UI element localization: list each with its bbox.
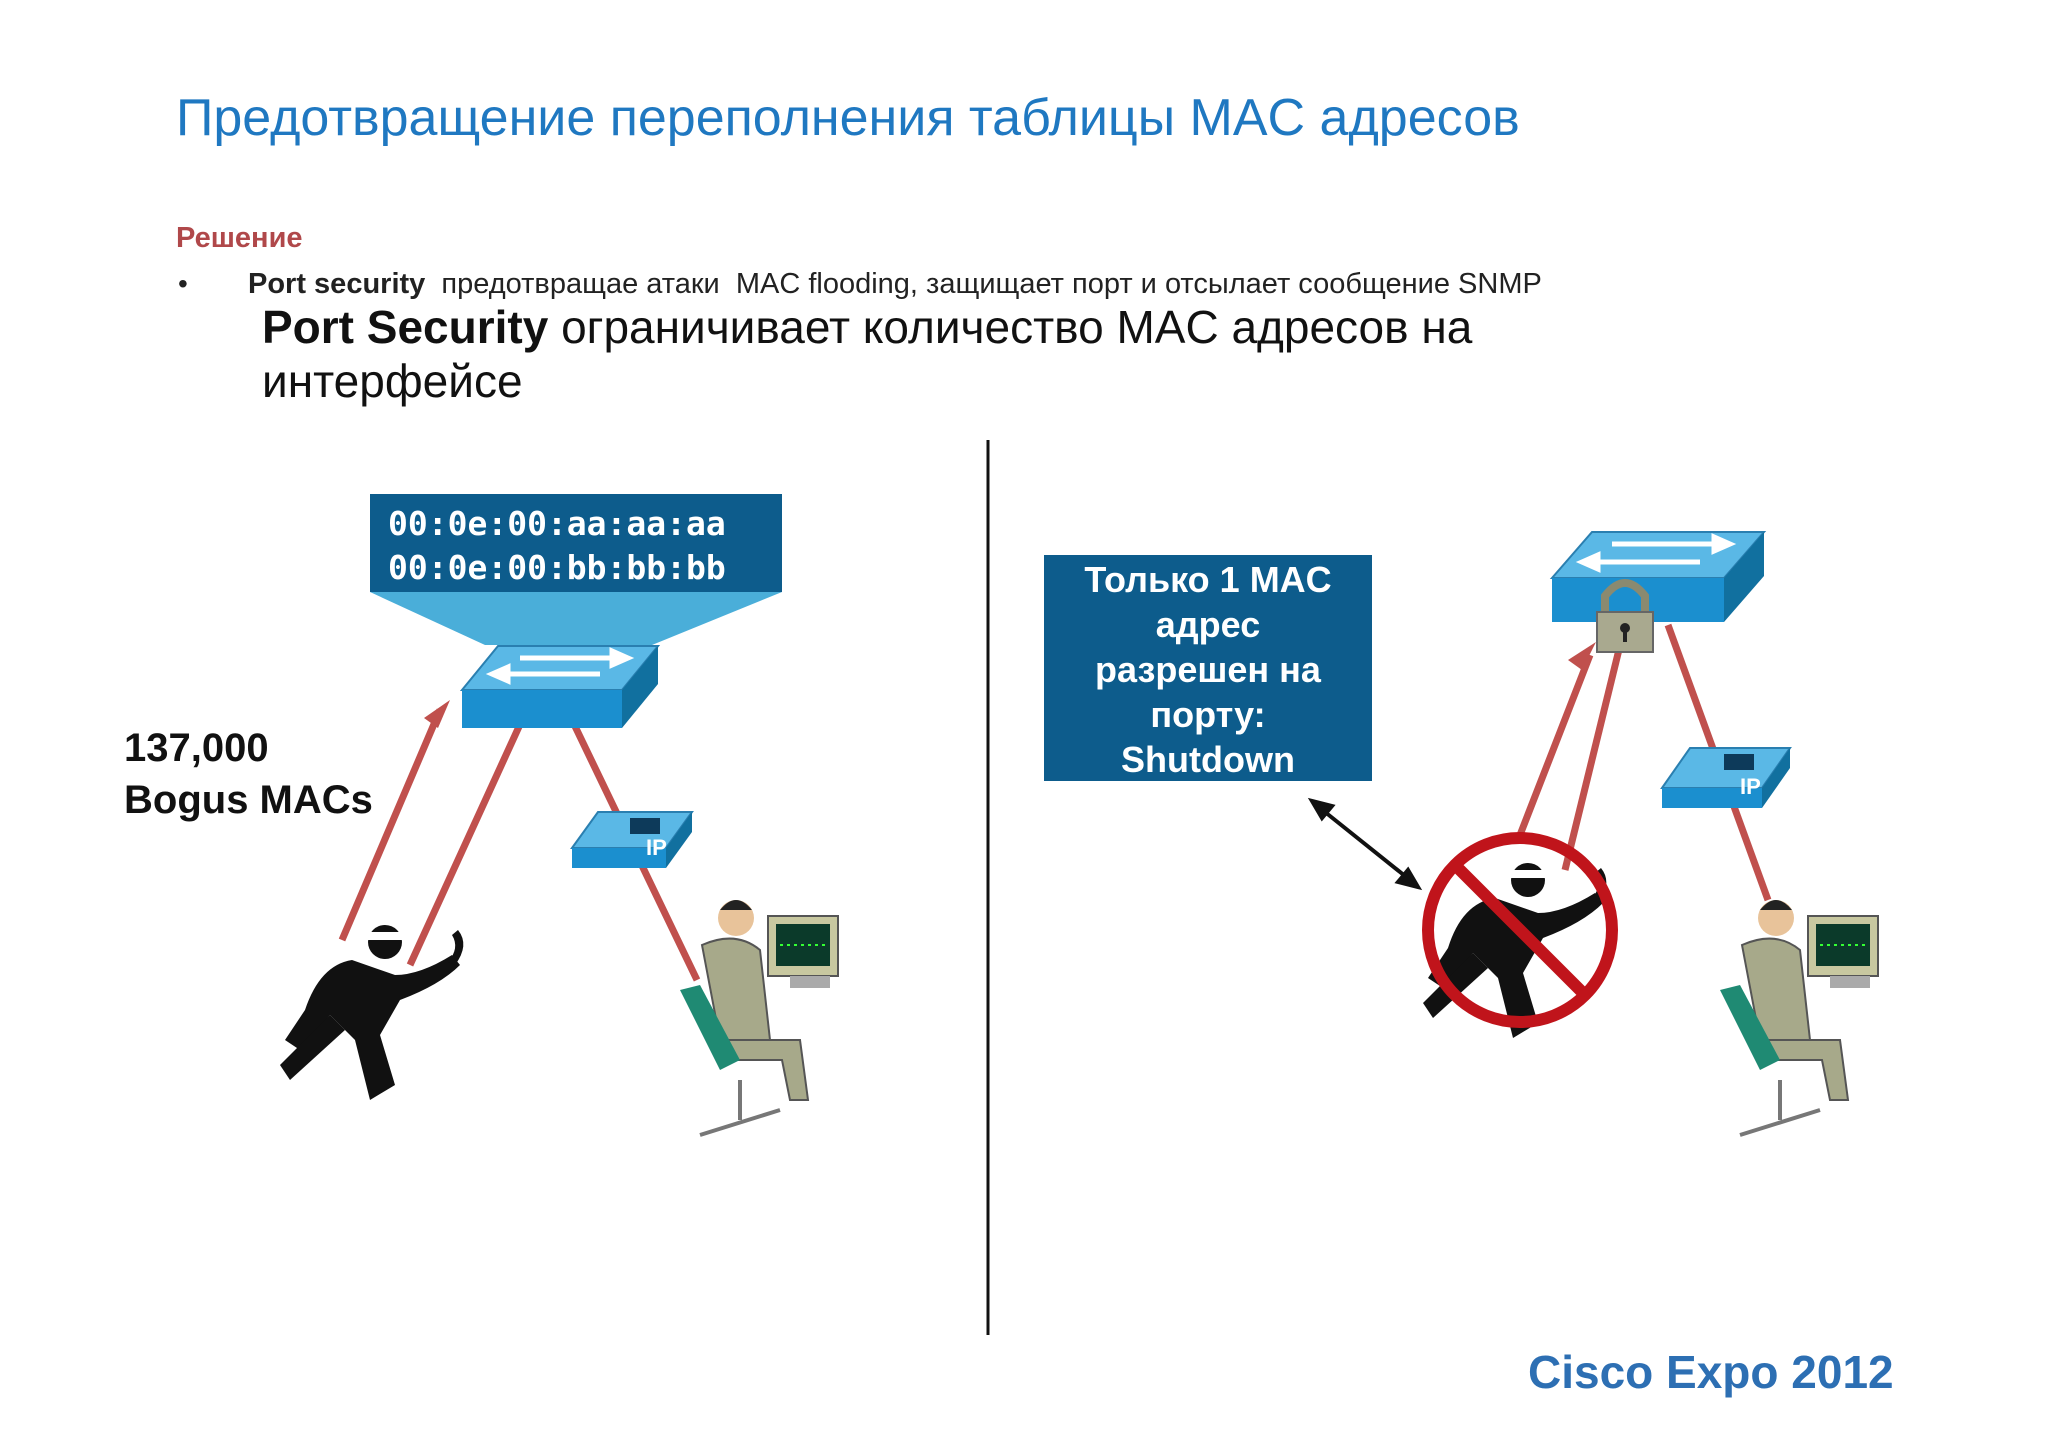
ip-phone-icon: IP — [1660, 747, 1792, 808]
policy-pointer-arrow — [1307, 797, 1423, 891]
ip-phone-icon: IP — [570, 811, 694, 868]
policy-line: адрес — [1155, 604, 1261, 645]
padlock-icon — [1596, 579, 1654, 653]
blocked-link — [1561, 624, 1629, 871]
subtitle-rest: ограничивает количество MAC адресов на и… — [262, 301, 1473, 407]
policy-line: порту: — [1150, 694, 1266, 735]
mac-entry: 00:0e:00:bb:bb:bb — [388, 548, 726, 587]
mac-address-table: 00:0e:00:aa:aa:aa 00:0e:00:bb:bb:bb — [370, 494, 782, 592]
phone-label: IP — [646, 835, 667, 860]
attack-count: 137,000 — [124, 726, 269, 770]
user-workstation-icon — [1720, 900, 1879, 1137]
table-projection — [370, 592, 782, 645]
attacker-icon — [280, 925, 464, 1100]
attack-description: Bogus MACs — [124, 778, 373, 822]
blocked-flow-arrow — [1516, 653, 1594, 837]
footer-logo: Cisco Expo 2012 — [1528, 1346, 1894, 1398]
policy-line: Только 1 MAC — [1084, 559, 1332, 600]
section-label: Решение — [176, 222, 303, 254]
bullet-rest: предотвращае атаки MAC flooding, защищае… — [425, 268, 1542, 300]
switch-icon — [1549, 531, 1767, 622]
bullet-marker: • — [178, 268, 188, 299]
policy-box: Только 1 MAC адрес разрешен на порту: Sh… — [1044, 555, 1372, 781]
bullet-text: Port security предотвращае атаки MAC flo… — [248, 268, 1542, 301]
prohibit-icon — [1422, 832, 1618, 1028]
mac-entry: 00:0e:00:aa:aa:aa — [388, 504, 726, 543]
subtitle: Port Security ограничивает количество MA… — [262, 300, 1662, 408]
attacker-link — [406, 718, 526, 967]
attack-flow-arrow — [338, 708, 444, 942]
switch-icon — [459, 645, 661, 728]
policy-line: разрешен на — [1095, 649, 1321, 690]
phone-label: IP — [1740, 774, 1761, 799]
attack-label: 137,000 Bogus MACs — [124, 722, 373, 826]
bullet-bold: Port security — [248, 268, 426, 300]
user-workstation-icon — [680, 900, 839, 1137]
slide-title: Предотвращение переполнения таблицы MAC … — [176, 89, 1520, 147]
subtitle-bold: Port Security — [262, 301, 549, 353]
policy-line: Shutdown — [1121, 739, 1295, 780]
attacker-icon — [1423, 863, 1607, 1038]
